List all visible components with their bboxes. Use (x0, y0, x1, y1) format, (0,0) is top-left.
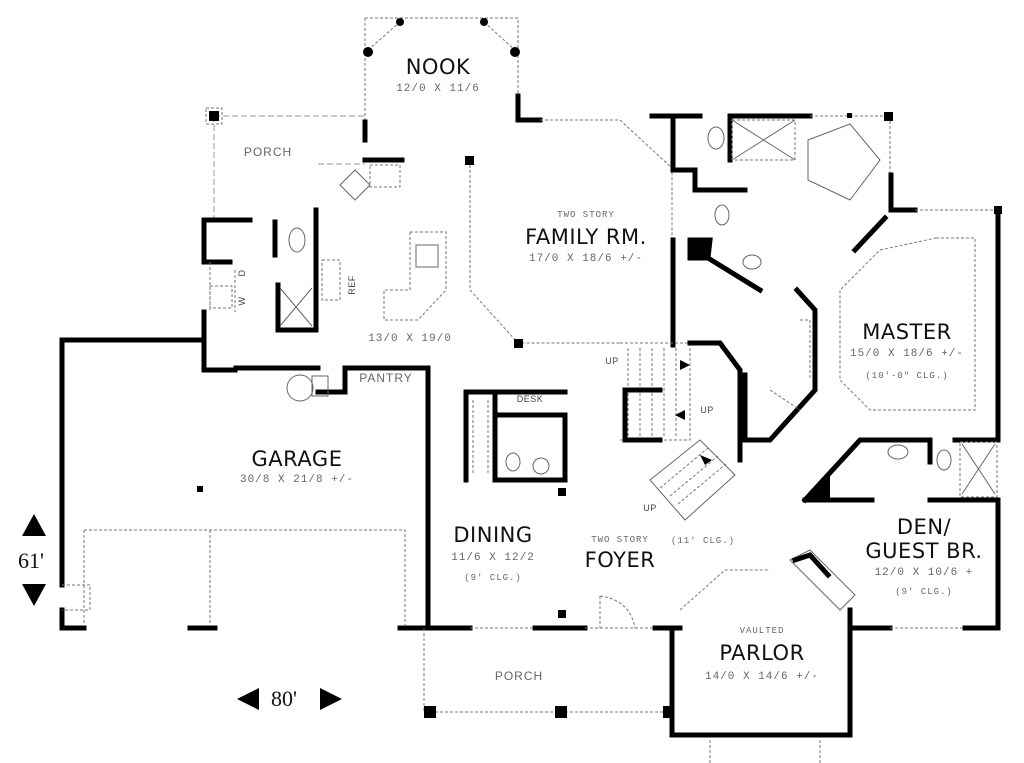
back-porch-label: PORCH (243, 145, 293, 159)
parlor-walls (669, 549, 856, 763)
stairs (620, 237, 743, 521)
stair-up-label-3: UP (643, 503, 657, 513)
room-den-name-line1: DEN/ (896, 515, 952, 539)
width-arrow-right-icon (320, 688, 342, 710)
depth-arrow-down-icon (22, 584, 46, 606)
washer-label: W (237, 296, 247, 306)
room-dining-ceiling: (9' CLG.) (464, 573, 522, 583)
room-dining-dims: 11/6 X 12/2 (451, 552, 535, 564)
dryer-label: D (237, 269, 247, 277)
room-family-name: FAMILY RM. (525, 225, 647, 249)
front-porch-outline (423, 628, 671, 718)
room-master-name: MASTER (862, 320, 952, 344)
room-dining-name: DINING (453, 523, 533, 547)
room-nook-name: NOOK (405, 55, 471, 79)
room-family-prefix: TWO STORY (557, 210, 615, 220)
room-family-dims: 17/0 X 18/6 +/- (528, 253, 644, 265)
room-den-dims: 12/0 X 10/6 + (874, 567, 974, 579)
room-foyer-prefix: TWO STORY (591, 535, 649, 545)
room-den-name-line2: GUEST BR. (865, 539, 983, 563)
den-walls (801, 437, 1001, 631)
stair-up-label-2: UP (700, 405, 714, 415)
depth-arrow-up-icon (22, 514, 46, 536)
room-parlor-prefix: VAULTED (739, 626, 785, 636)
dining-walls (427, 389, 683, 631)
room-foyer-name: FOYER (584, 548, 656, 572)
back-porch-outline (205, 107, 365, 220)
room-garage-name: GARAGE (251, 447, 343, 471)
desk-label: DESK (516, 394, 544, 404)
front-porch-label: PORCH (494, 669, 544, 683)
ref-label: REF (347, 275, 357, 295)
overall-width-label: 80' (271, 686, 297, 711)
nook-walls (362, 17, 543, 163)
master-suite-walls (670, 113, 1002, 443)
garage-walls (59, 337, 433, 631)
room-master-dims: 15/0 X 18/6 +/- (849, 348, 965, 360)
width-arrow-left-icon (237, 688, 259, 710)
laundry-walls (201, 157, 447, 373)
room-master-ceiling: (10'-0" CLG.) (865, 371, 949, 381)
room-nook-dims: 12/0 X 11/6 (396, 83, 480, 95)
room-parlor-name: PARLOR (719, 641, 805, 665)
overall-depth-label: 61' (18, 548, 44, 573)
pantry-label: PANTRY (359, 371, 413, 385)
room-parlor-dims: 14/0 X 14/6 +/- (704, 671, 820, 683)
room-garage-dims: 30/8 X 21/8 +/- (239, 474, 355, 486)
stair-up-label-1: UP (605, 356, 619, 366)
room-foyer-ceiling: (11' CLG.) (670, 536, 736, 546)
room-den-ceiling: (9' CLG.) (895, 587, 953, 597)
room-kitchen-dims: 13/0 X 19/0 (368, 333, 452, 345)
